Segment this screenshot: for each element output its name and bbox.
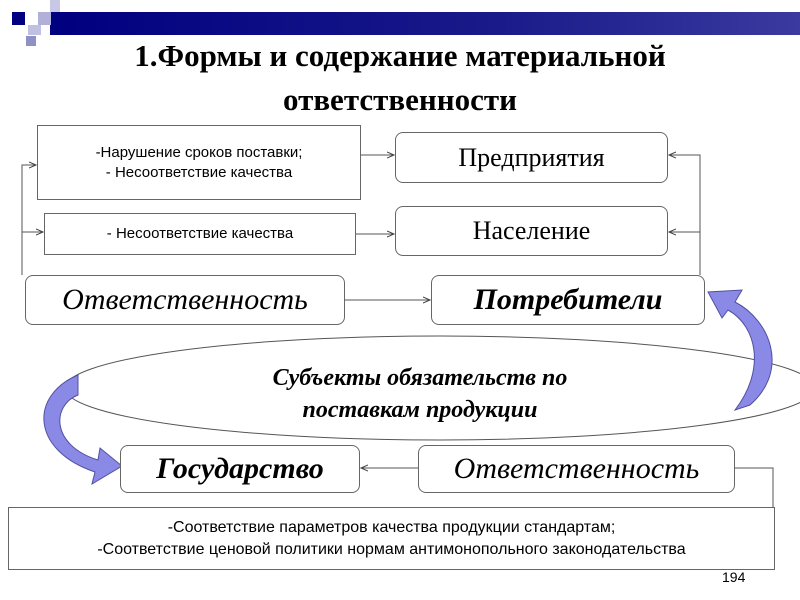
responsibility-top-box: Ответственность: [25, 275, 345, 325]
population-box: Население: [395, 206, 668, 256]
decor-square: [50, 0, 60, 12]
decor-square: [12, 12, 25, 25]
subjects-line: Субъекты обязательств по: [272, 365, 568, 391]
box-text: Потребители: [473, 283, 663, 316]
title-line2: ответственности: [283, 82, 517, 117]
curved-arrow-right: [707, 289, 773, 411]
decor-square: [38, 12, 51, 25]
title-line1: 1.Формы и содержание материальной: [134, 38, 666, 73]
population-violations-box: - Несоответствие качества: [44, 213, 356, 255]
responsibility-bottom-box: Ответственность: [418, 445, 735, 493]
subjects-label: Субъекты обязательств по поставкам проду…: [0, 362, 800, 426]
state-box: Государство: [120, 445, 360, 493]
subjects-line: поставкам продукции: [302, 397, 538, 423]
decor-square: [28, 25, 41, 35]
header-bar: [50, 12, 800, 35]
box-text: - Несоответствие качества: [106, 225, 294, 242]
box-text: Предприятия: [458, 142, 605, 172]
box-text: Ответственность: [62, 283, 308, 316]
enterprises-box: Предприятия: [395, 132, 668, 183]
box-line: -Соответствие ценовой политики нормам ан…: [97, 540, 686, 558]
box-text: Население: [472, 216, 591, 245]
box-line: - Несоответствие качества: [105, 163, 293, 181]
decor-square: [26, 36, 36, 46]
enterprise-violations-box: -Нарушение сроков поставки; - Несоответст…: [37, 125, 361, 200]
compliance-box: -Соответствие параметров качества продук…: [8, 507, 775, 570]
curved-arrow-left: [43, 374, 123, 486]
box-line: -Соответствие параметров качества продук…: [167, 518, 616, 536]
consumers-box: Потребители: [431, 275, 705, 325]
box-line: -Нарушение сроков поставки;: [95, 143, 303, 161]
page-number: 194: [722, 569, 746, 585]
box-text: Государство: [156, 452, 324, 485]
box-text: Ответственность: [453, 452, 700, 485]
page-title: 1.Формы и содержание материальной ответс…: [0, 34, 800, 122]
